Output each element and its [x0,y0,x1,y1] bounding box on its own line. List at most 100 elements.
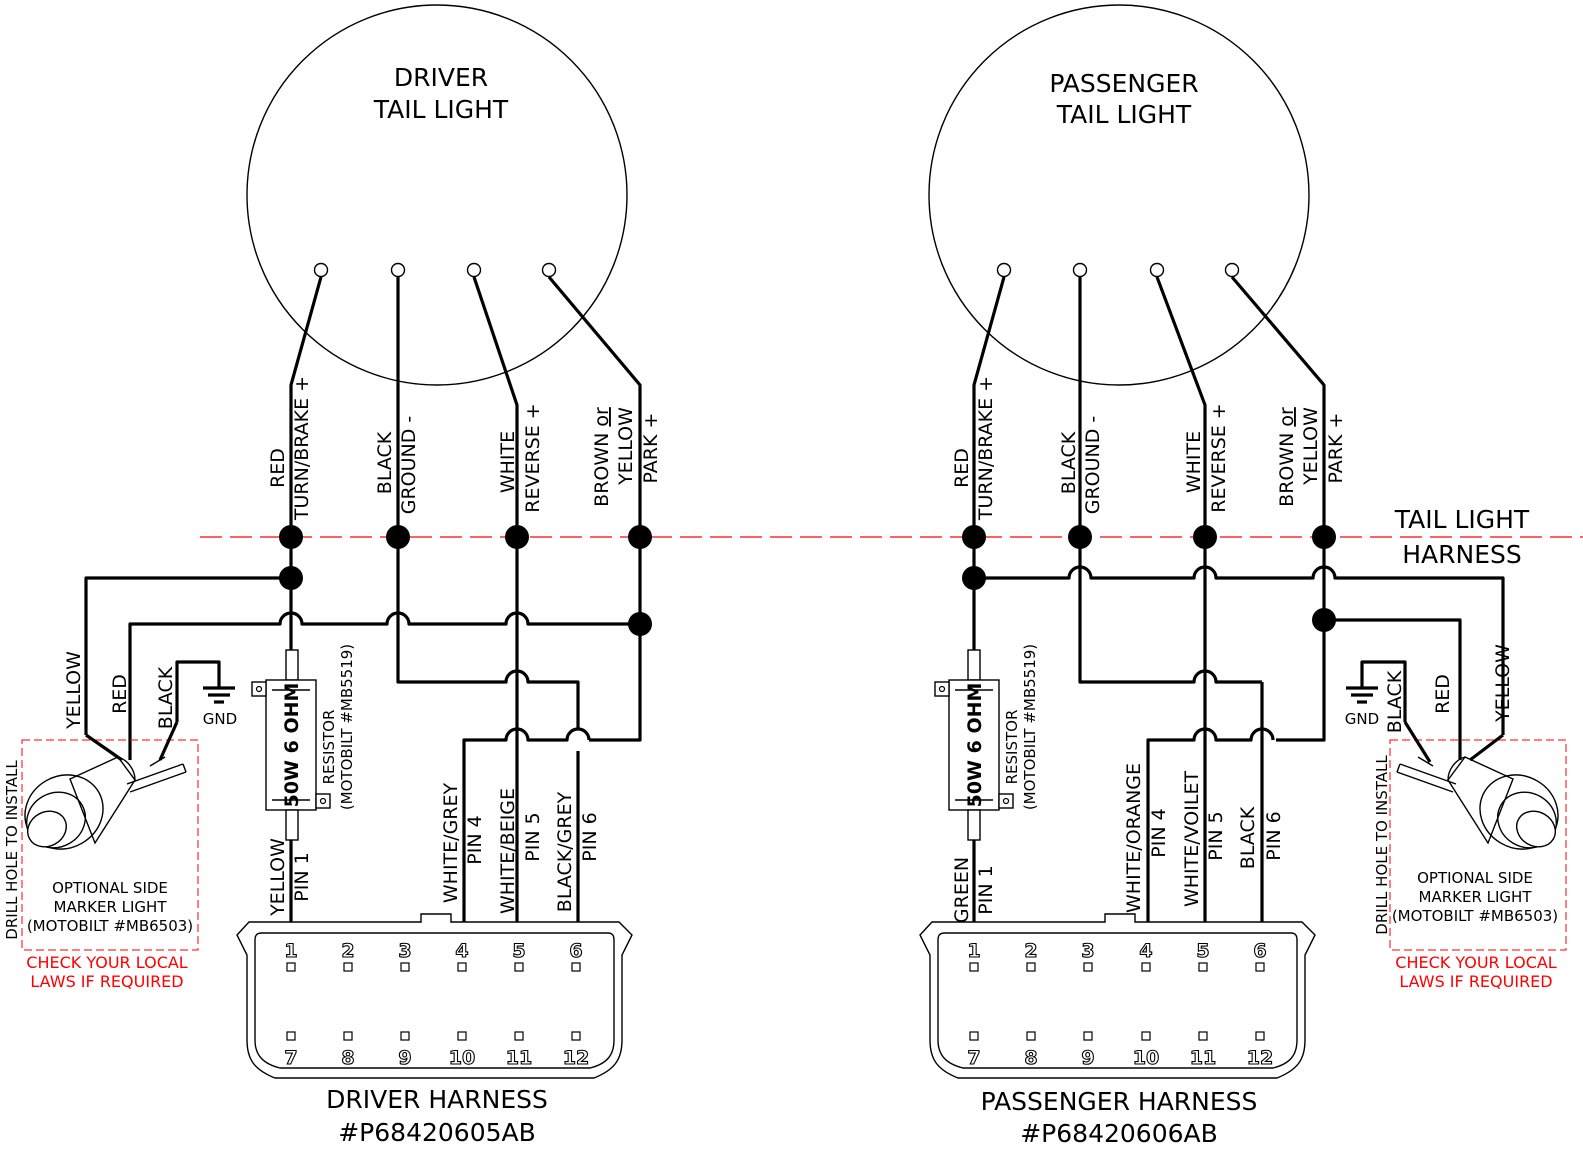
driver-connector: 1 2 3 4 5 6 7 8 9 10 11 12 [236,913,633,1079]
driver-pin-10: 10 [449,1047,475,1069]
driver-wire-ground-harness [396,537,580,729]
passenger-junction-turn-split [962,566,986,590]
passenger-resistor-label: RESISTOR [1003,710,1021,785]
driver-label-reverse: REVERSE + [522,403,544,512]
passenger-gnd-label: GND [1345,710,1379,728]
passenger-wire-park-down [1276,620,1326,742]
driver-junction-turn [279,525,303,549]
passenger-wire-turn [972,276,1006,537]
driver-label-ground: GROUND - [398,416,420,515]
driver-terminal-park [541,262,557,278]
passenger-marker-yellow-label: YELLOW [1492,644,1514,723]
passenger-side: PASSENGER TAIL LIGHT RED TURN/BRAKE + BL… [919,4,1567,1148]
driver-label-yellow: YELLOW [615,407,637,486]
driver-tail-light-circle [246,4,628,386]
driver-terminal-ground [390,262,406,278]
passenger-terminal-turn [996,262,1012,278]
passenger-pin4-label: PIN 4 [1148,808,1170,857]
passenger-marker-red-label: RED [1432,674,1454,714]
driver-check-laws-1: CHECK YOUR LOCAL [26,953,188,972]
driver-gnd-label: GND [203,710,237,728]
passenger-pin-10: 10 [1133,1047,1159,1069]
passenger-pin-6: 6 [1253,940,1266,962]
passenger-label-turn-brake: TURN/BRAKE + [975,376,997,521]
driver-pin-2: 2 [341,940,354,962]
passenger-pin-4: 4 [1139,940,1152,962]
passenger-pin5-label: PIN 5 [1205,811,1227,860]
driver-junction-turn-split [279,566,303,590]
passenger-connector-pins: 1 2 3 4 5 6 7 8 9 10 11 12 [967,939,1274,1069]
passenger-pin1-color: GREEN [951,857,973,923]
passenger-pin-8: 8 [1024,1047,1037,1069]
passenger-junction-reverse [1193,525,1217,549]
passenger-pin6-color: BLACK [1237,806,1259,869]
passenger-label-yellow: YELLOW [1300,407,1322,486]
driver-marker-line-2: MARKER LIGHT [54,898,168,916]
passenger-pin-12: 12 [1247,1047,1273,1069]
passenger-resistor-part: (MOTOBILT #MB5519) [1021,644,1039,810]
driver-harness-part: #P68420605AB [338,1118,536,1147]
driver-pin6-color: BLACK/GREY [554,791,576,912]
passenger-resistor: 50W 6 OHM RESISTOR (MOTOBILT #MB5519) [934,644,1039,841]
passenger-label-brown-or: BROWN or [1276,407,1298,507]
driver-label-brown-or: BROWN or [591,407,613,507]
driver-pin-6: 6 [569,940,582,962]
driver-wire-reverse [472,276,519,537]
passenger-check-laws-2: LAWS IF REQUIRED [1399,972,1552,991]
passenger-pin-2: 2 [1024,940,1037,962]
passenger-wire-park [1230,275,1326,537]
passenger-label-reverse: REVERSE + [1208,403,1230,512]
passenger-marker-line-1: OPTIONAL SIDE [1417,869,1533,887]
passenger-label-park: PARK + [1325,413,1347,484]
driver-junction-ground [386,525,410,549]
driver-pin4-label: PIN 4 [464,815,486,864]
passenger-marker-line-3: (MOTOBILT #MB6503) [1392,907,1558,925]
passenger-pin6-label: PIN 6 [1263,811,1285,860]
driver-side: DRIVER TAIL LIGHT RED TURN/BRAKE + BLACK… [3,4,662,1147]
driver-pin-3: 3 [398,940,411,962]
driver-label-red: RED [267,448,289,488]
driver-pin-1: 1 [284,940,297,962]
passenger-junction-turn [962,525,986,549]
driver-pin1-label: PIN 1 [291,852,313,901]
driver-marker-line-1: OPTIONAL SIDE [52,879,168,897]
driver-marker-line-3: (MOTOBILT #MB6503) [27,917,193,935]
driver-pin-12: 12 [563,1047,589,1069]
driver-wire-marker-yellow [84,537,293,735]
passenger-tail-light-title-2: TAIL LIGHT [1056,100,1192,129]
passenger-terminal-park [1224,262,1240,278]
driver-pin-5: 5 [512,940,525,962]
tail-light-harness-label-1: TAIL LIGHT [1394,505,1530,534]
passenger-label-white: WHITE [1183,431,1205,493]
passenger-pin-9: 9 [1081,1047,1094,1069]
driver-wire-marker-black [175,660,221,722]
driver-pin-9: 9 [398,1047,411,1069]
driver-resistor-rating: 50W 6 OHM [281,683,303,808]
passenger-resistor-rating: 50W 6 OHM [964,683,986,808]
driver-tail-light-title-2: TAIL LIGHT [373,95,509,124]
passenger-terminal-ground [1072,262,1088,278]
driver-resistor-part: (MOTOBILT #MB5519) [338,644,356,810]
passenger-wire-reverse [1155,276,1207,537]
driver-terminal-reverse [466,262,482,278]
driver-pin1-color: YELLOW [267,838,289,917]
driver-tail-light-title-1: DRIVER [394,63,488,92]
passenger-marker-drill-label: DRILL HOLE TO INSTALL [1373,755,1391,935]
passenger-pin-1: 1 [967,940,980,962]
passenger-tail-light-title-1: PASSENGER [1049,69,1198,98]
passenger-pin1-label: PIN 1 [975,865,997,914]
passenger-marker-line-2: MARKER LIGHT [1419,888,1533,906]
passenger-marker-black-label: BLACK [1384,670,1406,733]
passenger-tail-light-circle [928,4,1310,386]
passenger-pin-3: 3 [1081,940,1094,962]
passenger-wire-ground-harness [1078,537,1262,684]
driver-marker-drill-label: DRILL HOLE TO INSTALL [3,760,21,940]
driver-wire-park-down [589,537,642,742]
driver-marker-red-label: RED [109,674,131,714]
driver-label-turn-brake: TURN/BRAKE + [291,376,313,521]
driver-label-park: PARK + [640,413,662,484]
driver-wire-park [547,275,642,537]
passenger-connector: 1 2 3 4 5 6 7 8 9 10 11 12 [919,913,1316,1079]
driver-pin6-label: PIN 6 [579,812,601,861]
